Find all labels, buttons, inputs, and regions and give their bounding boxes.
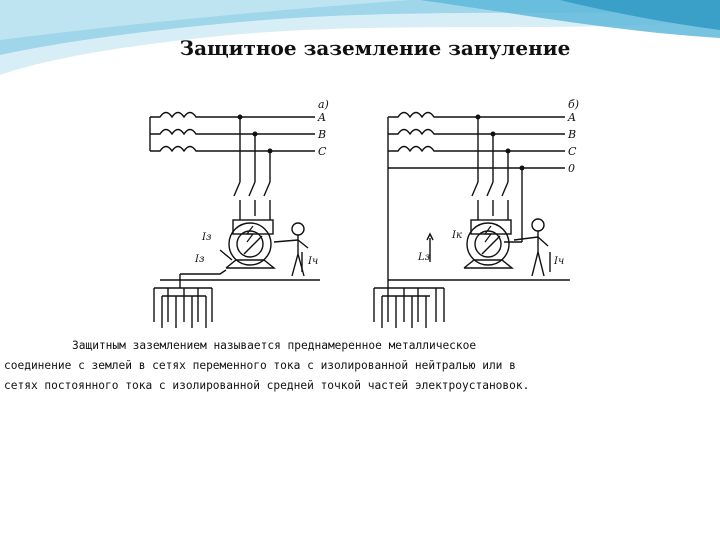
person-figure-a (273, 222, 309, 277)
panel-a: а) A B C Iз Iз (149, 98, 329, 328)
transformer-coils-a (149, 111, 315, 153)
panel-a-tag: а) (318, 98, 329, 111)
current-label-a-3: Iч (307, 256, 318, 267)
phase-label-b-2: B (567, 128, 576, 141)
current-label-b-1: Iк (451, 230, 462, 241)
current-label-a-2: Iз (194, 254, 204, 265)
phase-label-a-2: B (317, 128, 326, 141)
transformer-coils-b (387, 111, 565, 288)
motor-a (225, 219, 276, 269)
paragraph-line-3: сетях постоянного тока с изолированной с… (4, 379, 530, 392)
paragraph-line-1: Защитным заземлением называется преднаме… (72, 339, 477, 352)
phase-label-b-4: 0 (568, 162, 575, 175)
slide-title: Защитное заземление зануление (179, 36, 571, 60)
motor-b (463, 219, 514, 269)
phase-label-b-1: A (567, 111, 576, 124)
current-label-b-3: Iч (553, 256, 564, 267)
current-label-b-2: Lз (417, 252, 430, 263)
phase-label-b-3: C (568, 145, 577, 158)
ground-electrode-b (373, 287, 445, 328)
person-figure-b (513, 218, 551, 277)
ground-electrode-a (153, 280, 213, 328)
grounding-diagram: а) A B C Iз Iз (149, 98, 579, 328)
header-wave-decoration (0, 0, 720, 75)
definition-paragraph: Защитным заземлением называется преднаме… (4, 336, 716, 396)
paragraph-line-2: соединение с землей в сетях переменного … (4, 359, 516, 372)
phase-label-a-1: A (317, 111, 326, 124)
phase-label-a-3: C (318, 145, 327, 158)
panel-b: б) A B C 0 Iк Lз (373, 98, 579, 328)
current-label-a-1: Iз (201, 232, 211, 243)
panel-b-tag: б) (568, 98, 579, 111)
